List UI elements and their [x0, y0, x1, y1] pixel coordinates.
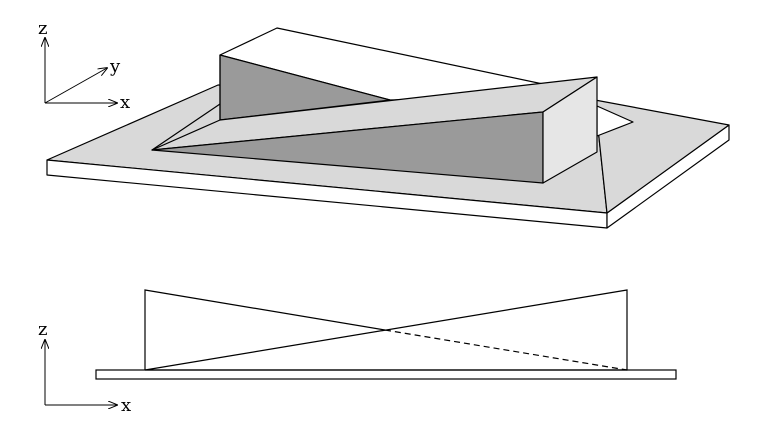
- isometric-view: [45, 27, 730, 229]
- iso-axes: [45, 38, 117, 103]
- side-right-wedge-outline: [144, 289, 628, 371]
- iso-y-axis-arrow: [44, 68, 107, 104]
- front-wedge-end-face: [542, 76, 598, 184]
- side-x-axis-label: x: [121, 395, 131, 416]
- side-z-axis-label: z: [38, 319, 47, 340]
- side-view: [45, 289, 677, 405]
- side-base-plate: [95, 369, 677, 380]
- side-left-wedge-hidden-edge: [384, 329, 628, 371]
- iso-y-axis-label: y: [109, 56, 121, 77]
- side-left-wedge-outline: [144, 289, 386, 370]
- iso-z-axis-label: z: [38, 18, 47, 39]
- iso-x-axis-label: x: [120, 92, 130, 113]
- back-wedge: [219, 27, 596, 121]
- base-plate-top-face-right: [594, 99, 730, 214]
- side-axes: [45, 340, 117, 405]
- front-wedge: [151, 76, 598, 184]
